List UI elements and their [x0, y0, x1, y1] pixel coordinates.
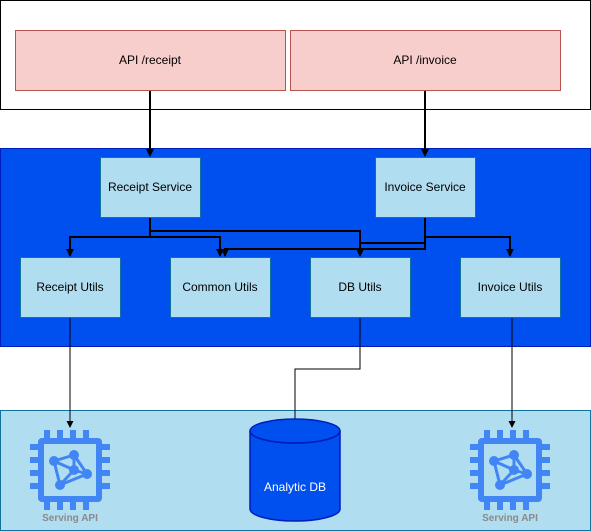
- db-utils-label: DB Utils: [338, 280, 381, 294]
- serving-api-right-node[interactable]: Serving API: [470, 430, 550, 524]
- receipt-utils-node[interactable]: Receipt Utils: [20, 257, 121, 318]
- api-receipt-node[interactable]: API /receipt: [15, 30, 286, 91]
- invoice-service-node[interactable]: Invoice Service: [375, 157, 476, 218]
- receipt-utils-label: Receipt Utils: [36, 280, 103, 294]
- receipt-service-label: Receipt Service: [108, 180, 192, 194]
- common-utils-node[interactable]: Common Utils: [170, 257, 271, 318]
- api-invoice-label: API /invoice: [393, 53, 457, 67]
- serving-api-right-label: Serving API: [482, 513, 538, 524]
- common-utils-label: Common Utils: [182, 280, 257, 294]
- processor-icon: [470, 430, 550, 510]
- processor-icon: [30, 430, 110, 510]
- invoice-utils-node[interactable]: Invoice Utils: [460, 257, 561, 318]
- analytic-db-label: Analytic DB: [264, 480, 326, 494]
- analytic-db-node[interactable]: Analytic DB: [249, 418, 341, 522]
- edge-db-utils-to-analytic-db: [294, 318, 361, 420]
- edge-invoice-service-to-invoice-utils: [424, 217, 514, 257]
- api-receipt-label: API /receipt: [119, 53, 182, 67]
- serving-api-left-node[interactable]: Serving API: [30, 430, 110, 524]
- serving-api-left-label: Serving API: [42, 513, 98, 524]
- invoice-service-label: Invoice Service: [384, 180, 466, 194]
- api-invoice-node[interactable]: API /invoice: [290, 30, 561, 91]
- db-utils-node[interactable]: DB Utils: [310, 257, 411, 318]
- receipt-service-node[interactable]: Receipt Service: [100, 157, 201, 218]
- invoice-utils-label: Invoice Utils: [478, 280, 543, 294]
